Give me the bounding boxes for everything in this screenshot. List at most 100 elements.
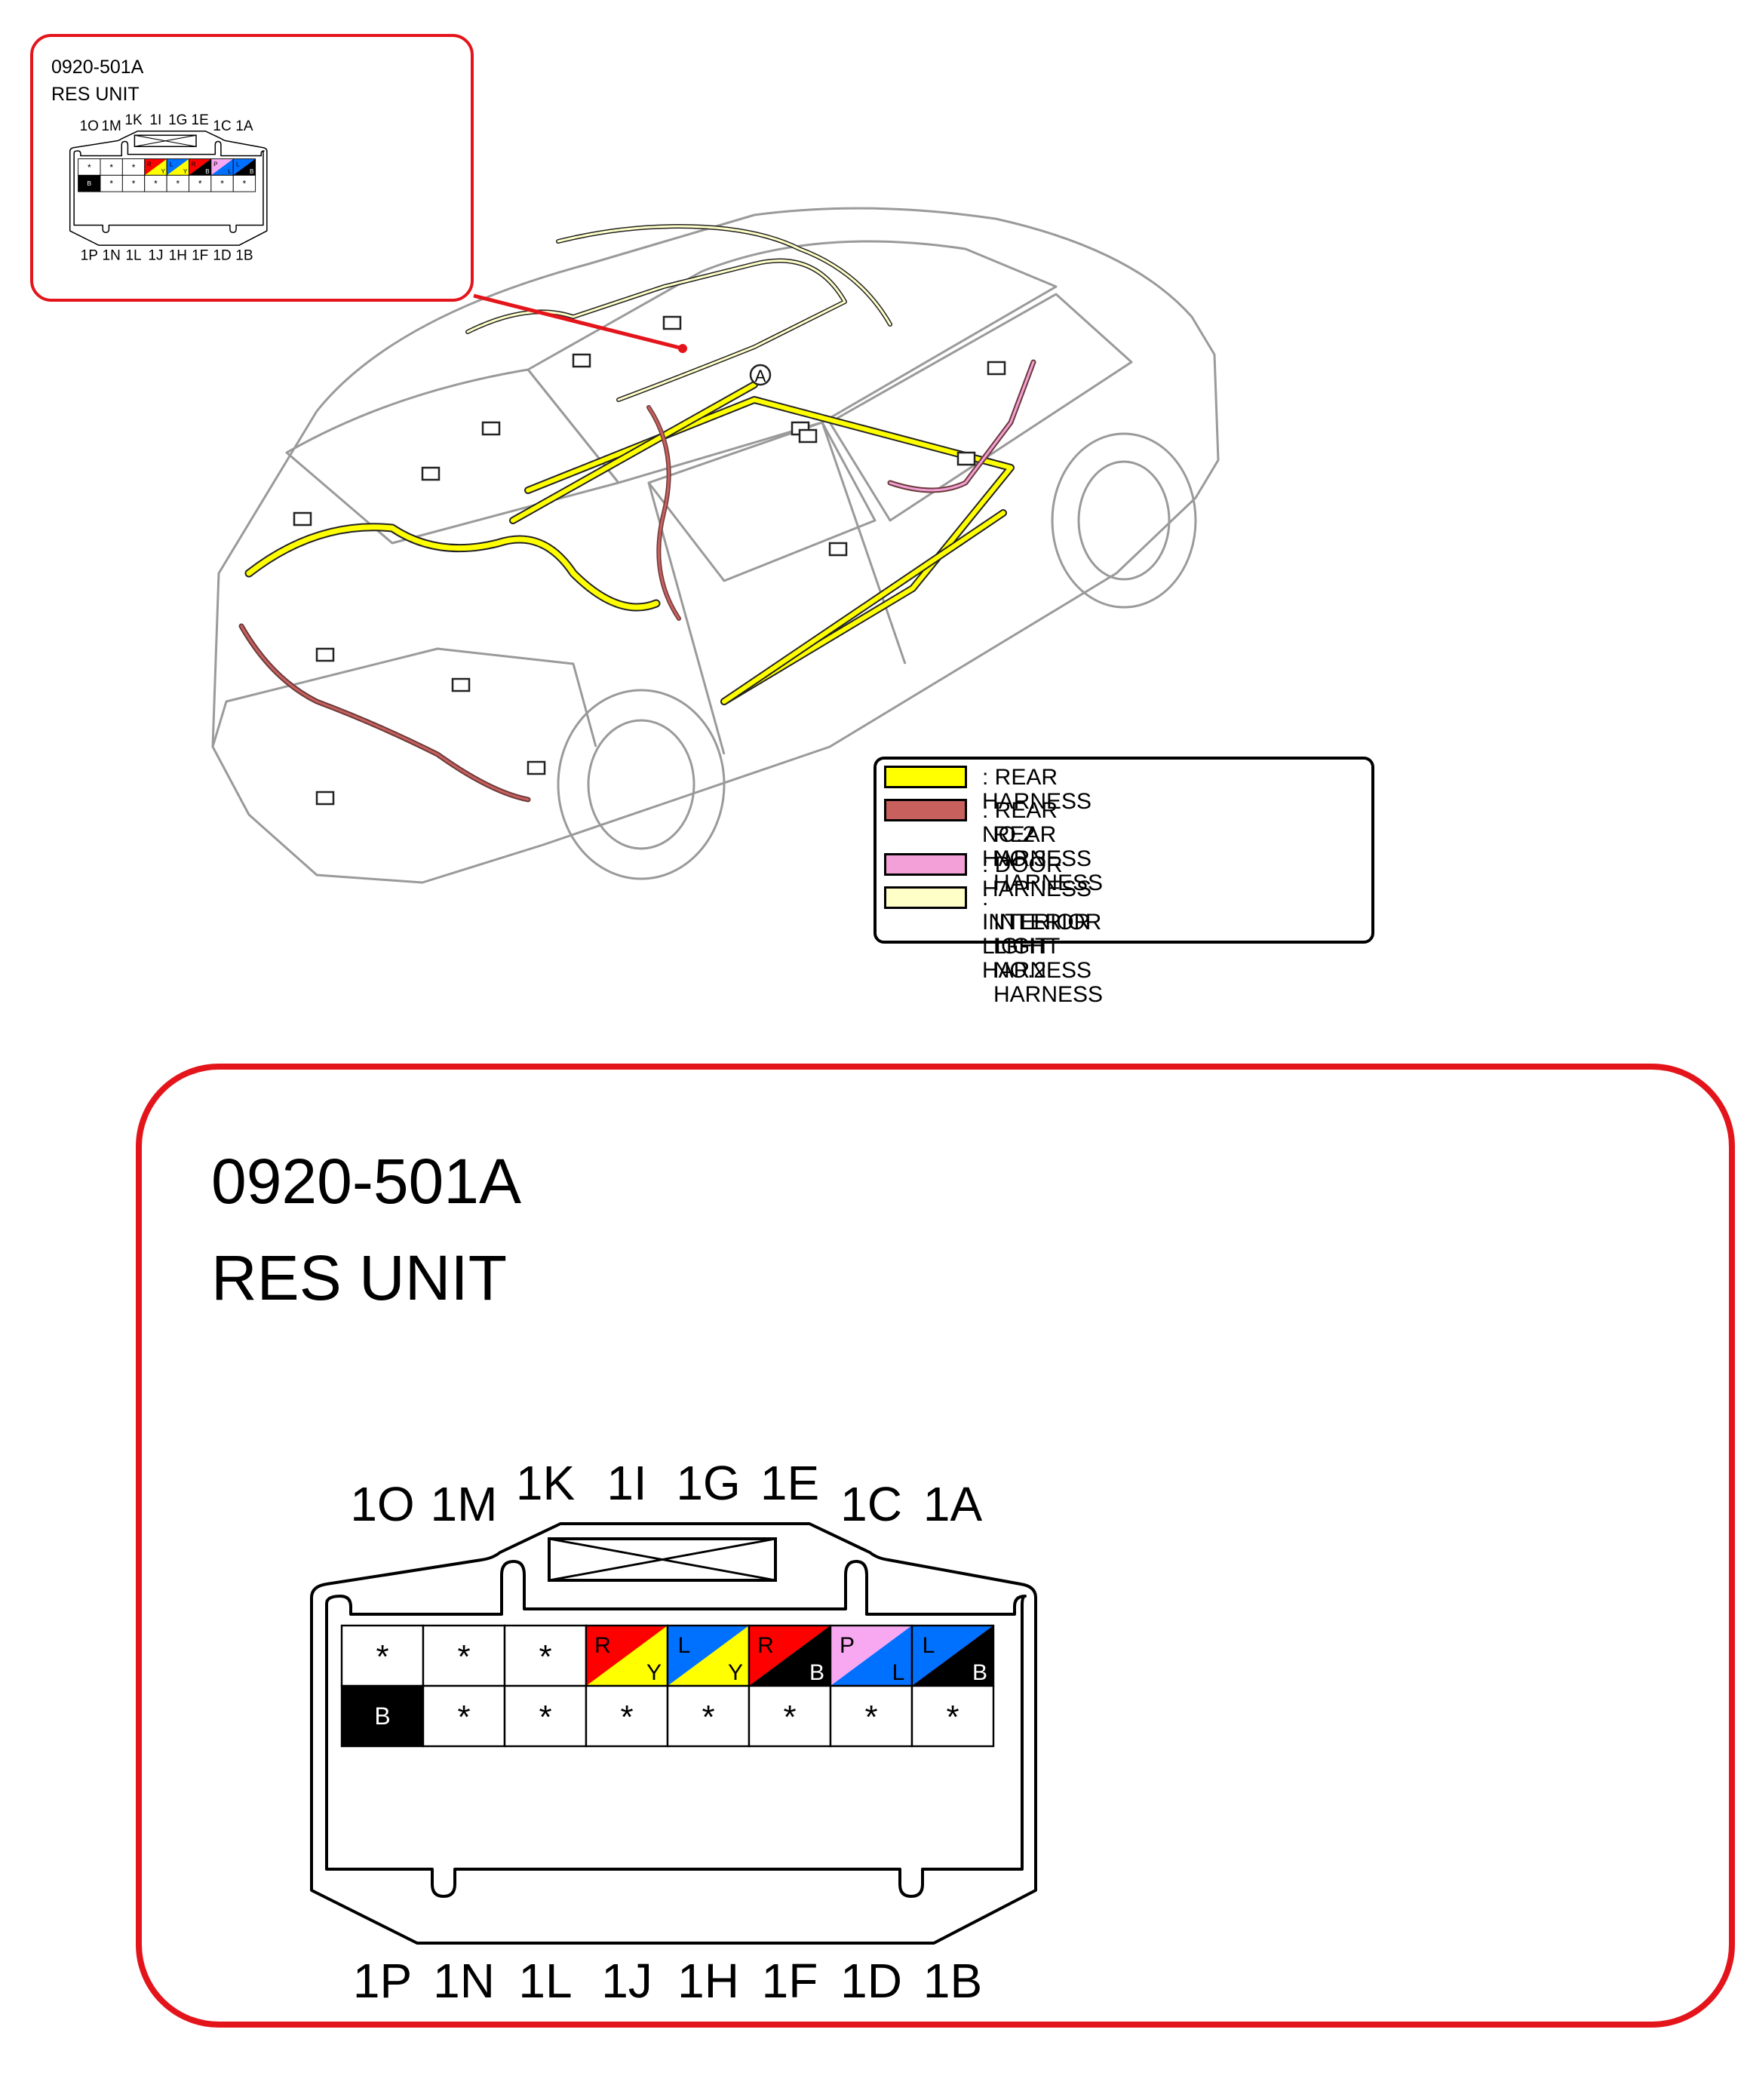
large-connector-inner-outline — [325, 1560, 1027, 1898]
small-pin-1a-main-color: L — [236, 161, 240, 167]
large-bottom-label-1f: 1F — [762, 1954, 818, 2008]
large-lock-cross-2 — [548, 1537, 776, 1582]
small-pin-1c: PL — [210, 158, 234, 176]
car-side-window — [647, 421, 877, 582]
car-rear-window — [285, 368, 620, 545]
small-pin-1o-empty-mark: * — [88, 162, 91, 173]
large-pin-1e-stripe-color: B — [809, 1660, 824, 1685]
large-pin-1a: LB — [910, 1624, 995, 1687]
small-top-label-1a: 1A — [235, 118, 253, 134]
car-roof-outline — [527, 240, 1058, 484]
car-marker-a — [749, 364, 772, 386]
small-pin-1c-stripe-color: L — [228, 168, 232, 175]
large-bottom-label-1d: 1D — [840, 1954, 902, 2008]
small-pin-1d-empty-mark: * — [220, 179, 224, 189]
small-connector-name: RES UNIT — [51, 84, 140, 105]
small-top-label-1o: 1O — [80, 118, 99, 134]
small-bottom-label-1f: 1F — [192, 248, 208, 264]
large-pin-1a-stripe-color: B — [972, 1660, 987, 1685]
large-top-label-1c: 1C — [840, 1477, 902, 1531]
legend-swatch-interior-light — [884, 886, 967, 909]
small-pin-1k-empty-mark: * — [132, 162, 136, 173]
large-pin-1p-color: B — [374, 1702, 390, 1730]
large-pin-1i: RY — [585, 1624, 669, 1687]
large-pin-1n: * — [422, 1684, 506, 1748]
large-pin-1n-empty-mark: * — [457, 1699, 470, 1736]
large-pin-1j-empty-mark: * — [620, 1699, 633, 1736]
callout-leader-line — [473, 293, 683, 351]
legend-label-interior-light: : INTERIOR LIGHT HARNESS — [982, 886, 1092, 983]
small-bottom-label-1n: 1N — [103, 248, 121, 264]
large-bottom-label-1b: 1B — [923, 1954, 982, 2008]
small-top-label-1c: 1C — [213, 118, 231, 134]
legend-swatch-door — [884, 853, 967, 876]
small-bottom-label-1b: 1B — [235, 248, 253, 264]
large-pin-1d-empty-mark: * — [864, 1699, 877, 1736]
harness-legend: : REAR HARNESS : REAR NO.2 HARNESS REAR … — [874, 757, 1374, 1007]
small-pin-1e-stripe-color: B — [205, 168, 210, 175]
car-marker-a-label: A — [755, 367, 766, 385]
legend-label-rear-no3: REAR NO.3 HARNESS — [993, 822, 1104, 895]
legend-label-rear-no2: : REAR NO.2 HARNESS — [982, 798, 1092, 871]
large-pin-1j: * — [585, 1684, 669, 1748]
car-front-window — [828, 293, 1133, 522]
small-pin-1l: * — [121, 174, 146, 192]
large-pin-1c: PL — [829, 1624, 913, 1687]
large-bottom-label-1p: 1P — [353, 1954, 412, 2008]
large-pin-1i-stripe-color: Y — [646, 1660, 662, 1685]
large-pin-1k-empty-mark: * — [539, 1638, 551, 1675]
small-top-label-1i: 1I — [149, 112, 161, 128]
large-pin-1g-main-color: L — [678, 1633, 691, 1658]
front-wheel — [1051, 432, 1197, 609]
large-pin-1c-main-color: P — [840, 1633, 855, 1658]
small-pin-1a-stripe-color: B — [250, 168, 254, 175]
large-pin-1f-empty-mark: * — [783, 1699, 796, 1736]
large-pin-1l: * — [503, 1684, 588, 1748]
large-pin-1m-empty-mark: * — [457, 1638, 470, 1675]
large-top-label-1k: 1K — [516, 1456, 575, 1510]
large-top-label-1o: 1O — [350, 1477, 414, 1531]
large-pin-1o-empty-mark: * — [376, 1638, 388, 1675]
large-bottom-label-1j: 1J — [601, 1954, 652, 2008]
large-top-label-1g: 1G — [676, 1456, 740, 1510]
large-pin-1h-empty-mark: * — [702, 1699, 714, 1736]
small-pin-1n-empty-mark: * — [109, 179, 113, 189]
small-connector-inner-outline — [73, 140, 265, 233]
large-pin-1k: * — [503, 1624, 588, 1687]
large-pin-1c-stripe-color: L — [892, 1660, 905, 1685]
large-pin-1g-stripe-color: Y — [728, 1660, 743, 1685]
small-top-label-1k: 1K — [124, 112, 143, 128]
small-bottom-label-1j: 1J — [148, 248, 163, 264]
small-pin-1i-stripe-color: Y — [161, 168, 165, 175]
large-top-label-1i: 1I — [606, 1456, 646, 1510]
legend-label-rear: : REAR HARNESS — [982, 765, 1092, 814]
large-pin-1o: * — [340, 1624, 425, 1687]
small-pin-1g: LY — [166, 158, 189, 176]
small-pin-1m-empty-mark: * — [109, 162, 113, 173]
large-pin-1p: B — [340, 1684, 425, 1748]
small-pin-1i-main-color: R — [147, 161, 152, 167]
large-pin-1h: * — [666, 1684, 751, 1748]
legend-label-door: : DOOR HARNESS — [982, 852, 1092, 901]
large-connector-name: RES UNIT — [211, 1242, 508, 1313]
large-pin-1a-main-color: L — [923, 1633, 935, 1658]
small-bottom-label-1l: 1L — [125, 248, 141, 264]
large-pin-1l-empty-mark: * — [539, 1699, 551, 1736]
small-bottom-label-1h: 1H — [169, 248, 187, 264]
legend-swatch-rear-no2 — [884, 799, 967, 821]
small-top-label-1g: 1G — [168, 112, 187, 128]
large-pin-1f: * — [748, 1684, 832, 1748]
small-top-label-1m: 1M — [101, 118, 121, 134]
small-pin-1b: * — [232, 174, 256, 192]
large-bottom-label-1l: 1L — [518, 1954, 572, 2008]
car-illustration: A — [211, 207, 1220, 884]
small-pin-1b-empty-mark: * — [243, 179, 247, 189]
small-bottom-label-1d: 1D — [213, 248, 231, 264]
large-pin-1g: LY — [666, 1624, 751, 1687]
rear-wheel — [557, 689, 726, 880]
car-bumper — [211, 647, 597, 748]
small-pin-1g-main-color: L — [170, 161, 173, 167]
